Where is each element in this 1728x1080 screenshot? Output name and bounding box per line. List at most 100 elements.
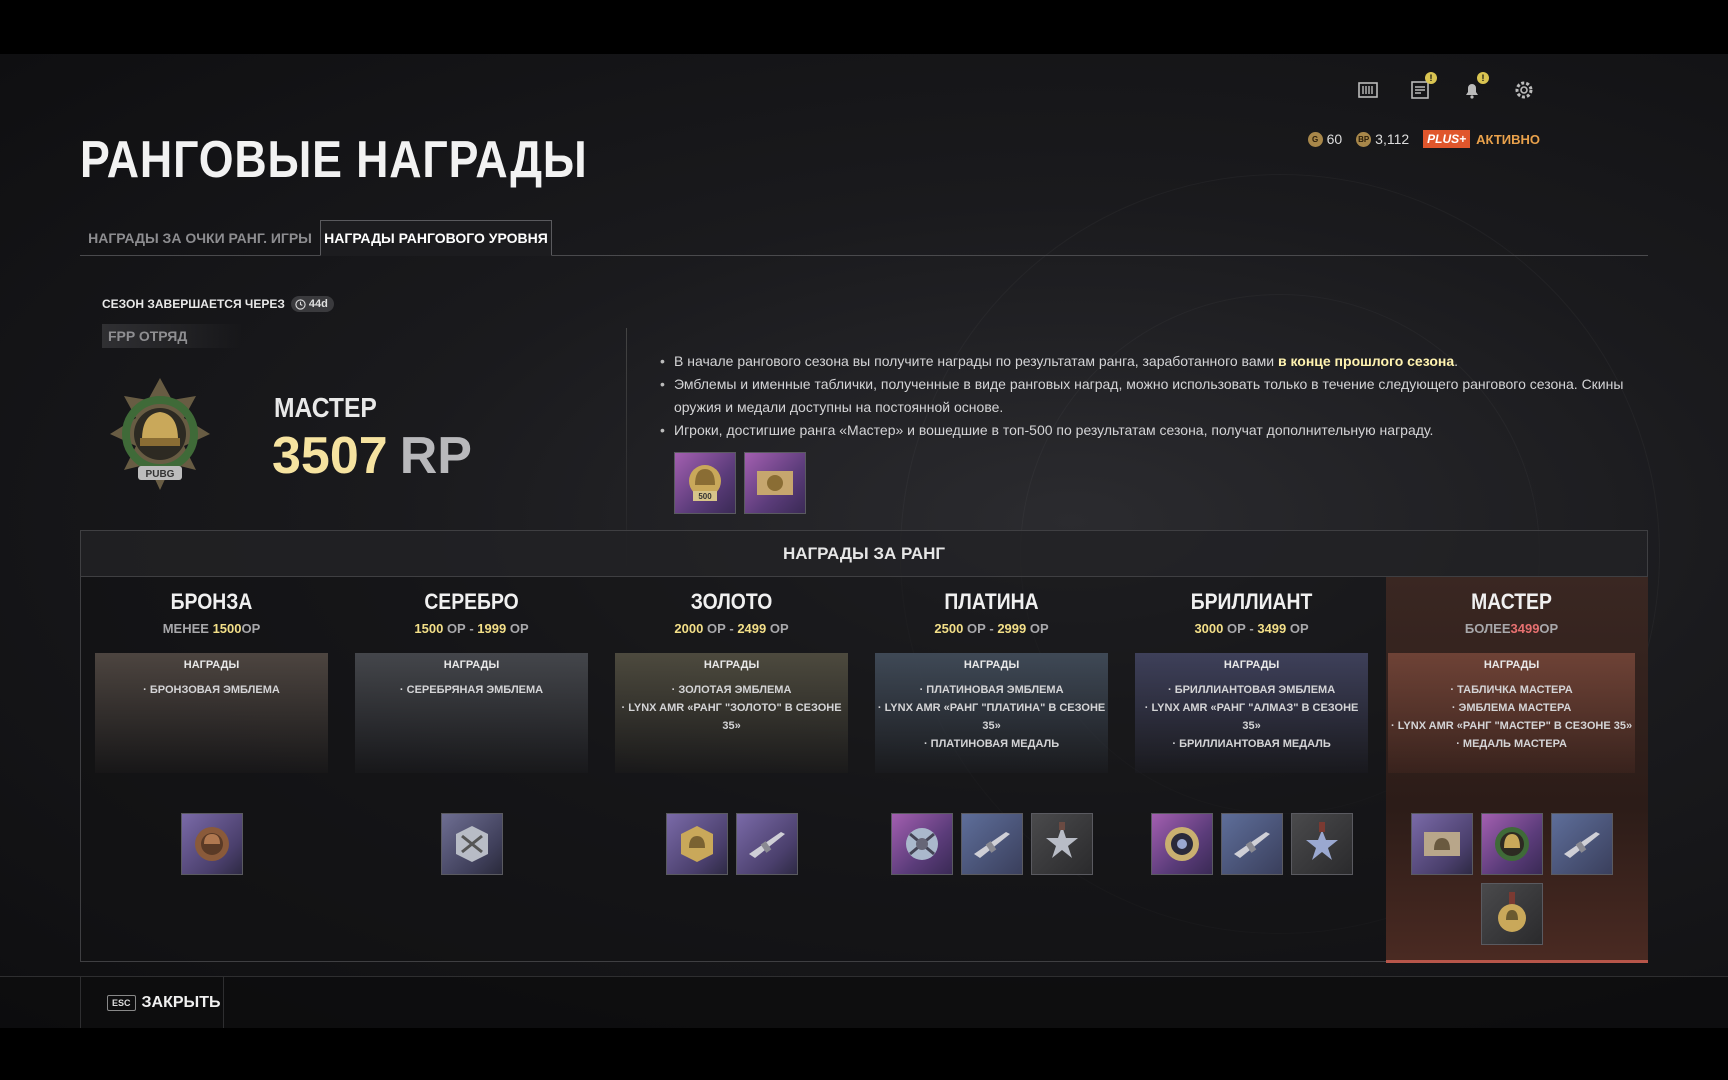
emblem-pubg-text: PUBG [146,469,175,480]
info-line-3: Игроки, достигшие ранга «Мастер» и вошед… [660,419,1640,442]
bp-balance[interactable]: BP 3,112 [1356,131,1409,147]
rewards-list: · БРИЛЛИАНТОВАЯ ЭМБЛЕМА · LYNX AMR «РАНГ… [1135,681,1368,753]
reward-item: · МЕДАЛЬ МАСТЕРА [1456,738,1567,750]
silver-emblem-tile[interactable] [440,813,503,875]
notification-alert-badge: ! [1477,72,1489,84]
reward-item: · LYNX AMR «РАНГ "АЛМАЗ" В СЕЗОНЕ 35» [1144,702,1359,732]
plus-badge[interactable]: PLUS+ [1423,130,1471,148]
platinum-lynx-amr-skin-tile[interactable] [960,813,1023,875]
rewards-list: · ПЛАТИНОВАЯ ЭМБЛЕМА · LYNX AMR «РАНГ "П… [875,681,1108,753]
master-rank-emblem-icon: PUBG [100,374,220,504]
rewards-box-header: НАГРАДЫ [183,659,240,671]
notification-bell-icon[interactable]: ! [1458,72,1489,104]
platinum-medal-tile[interactable] [1030,813,1093,875]
top500-nameplate-icon [757,471,793,495]
reward-item: · ЭМБЛЕМА МАСТЕРА [1451,702,1572,714]
close-label: ЗАКРЫТЬ [141,994,221,1011]
reward-tiles [1402,813,1622,945]
tier-name: ЗОЛОТО [690,589,773,614]
reward-item: · БРИЛЛИАНТОВАЯ ЭМБЛЕМА [1167,684,1336,696]
currency-bar: G 60 BP 3,112 PLUS+ АКТИВНО [1307,130,1540,148]
rewards-box-header: НАГРАДЫ [443,659,500,671]
diamond-medal-tile[interactable] [1290,813,1353,875]
rifle-icon [1564,832,1601,858]
platinum-medal-icon [1045,822,1078,858]
g-coin-balance[interactable]: G 60 [1307,131,1343,147]
diamond-emblem-tile[interactable] [1150,813,1213,875]
reward-item: · ПЛАТИНОВАЯ МЕДАЛЬ [923,738,1060,750]
master-lynx-amr-skin-tile[interactable] [1551,813,1614,875]
tier-gold: ЗОЛОТО 2000 ОР - 2499 ОР НАГРАДЫ · ЗОЛОТ… [615,589,849,945]
tier-name: МАСТЕР [1471,589,1552,614]
master-nameplate-icon [1424,832,1461,856]
bp-amount: 3,112 [1375,131,1410,147]
master-medal-icon [1498,892,1527,932]
news-alert-badge: ! [1425,72,1437,84]
rewards-box-header: НАГРАДЫ [1223,659,1280,671]
gold-lynx-amr-skin-tile[interactable] [735,813,798,875]
tier-range: 2000 ОР - 2499 ОР [674,621,789,636]
reward-tiles [615,813,848,875]
news-icon[interactable]: ! [1406,72,1437,104]
current-rank-name: МАСТЕР [274,392,377,423]
current-rank-points: 3507 RP [272,426,472,486]
tier-rewards-box: НАГРАДЫ · БРОНЗОВАЯ ЭМБЛЕМА [95,653,329,773]
info-highlight: в конце прошлого сезона [1277,353,1455,369]
tab-ranked-points-rewards[interactable]: НАГРАДЫ ЗА ОЧКИ РАНГ. ИГРЫ [88,230,312,246]
tier-name: ПЛАТИНА [944,589,1039,614]
header-icons: ! ! [1354,72,1538,104]
tier-rewards-box: НАГРАДЫ · СЕРЕБРЯНАЯ ЭМБЛЕМА [355,653,589,773]
tab-rank-tier-rewards[interactable]: НАГРАДЫ РАНГОВОГО УРОВНЯ [320,220,552,256]
rank-rewards-screen: РАНГОВЫЕ НАГРАДЫ ! ! G 60 BP 3,112 PLUS+… [0,54,1728,1028]
top500-nameplate-tile[interactable] [744,452,806,514]
diamond-medal-icon [1305,822,1338,860]
tier-name: БРИЛЛИАНТ [1190,589,1313,614]
season-timer: СЕЗОН ЗАВЕРШАЕТСЯ ЧЕРЕЗ 44d [102,296,334,312]
silver-emblem-icon [455,826,488,862]
info-line-1: В начале рангового сезона вы получите на… [660,350,1640,373]
tier-diamond: БРИЛЛИАНТ 3000 ОР - 3499 ОР НАГРАДЫ · БР… [1135,589,1369,945]
diamond-lynx-amr-skin-tile[interactable] [1220,813,1283,875]
tab-bar: НАГРАДЫ ЗА ОЧКИ РАНГ. ИГРЫ НАГРАДЫ РАНГО… [80,220,1648,256]
reward-tiles [95,813,328,875]
reward-item: · ТАБЛИЧКА МАСТЕРА [1450,684,1573,696]
rewards-box-header: НАГРАДЫ [703,659,760,671]
tier-rewards-box: НАГРАДЫ · ПЛАТИНОВАЯ ЭМБЛЕМА · LYNX AMR … [875,653,1109,773]
settings-gear-icon[interactable] [1510,76,1538,104]
bronze-emblem-tile[interactable] [180,813,243,875]
tier-platinum: ПЛАТИНА 2500 ОР - 2999 ОР НАГРАДЫ · ПЛАТ… [875,589,1109,945]
rank-points-value: 3507 [272,427,388,485]
rifle-icon [748,832,785,858]
tier-rewards-box: НАГРАДЫ · ТАБЛИЧКА МАСТЕРА · ЭМБЛЕМА МАС… [1388,653,1636,773]
rewards-box-header: НАГРАДЫ [963,659,1020,671]
g-coin-icon: G [1307,131,1323,147]
reward-tiles [355,813,588,875]
store-icon[interactable] [1354,76,1382,104]
master-medal-tile[interactable] [1481,883,1544,945]
g-coin-amount: 60 [1326,131,1343,147]
rewards-list: · ТАБЛИЧКА МАСТЕРА · ЭМБЛЕМА МАСТЕРА · L… [1388,681,1635,753]
top500-emblem-tile[interactable]: 500 [674,452,736,514]
platinum-emblem-tile[interactable] [890,813,953,875]
tier-silver: СЕРЕБРО 1500 ОР - 1999 ОР НАГРАДЫ · СЕРЕ… [355,589,589,945]
reward-item: · LYNX AMR «РАНГ "ЗОЛОТО" В СЕЗОНЕ 35» [621,702,842,732]
vertical-divider [626,328,627,576]
reward-item: · LYNX AMR «РАНГ "ПЛАТИНА" В СЕЗОНЕ 35» [877,702,1106,732]
reward-tiles [1135,813,1368,875]
reward-item: · БРОНЗОВАЯ ЭМБЛЕМА [143,684,280,696]
tier-rewards-box: НАГРАДЫ · БРИЛЛИАНТОВАЯ ЭМБЛЕМА · LYNX A… [1135,653,1369,773]
mode-selector[interactable]: FPP ОТРЯД [102,324,242,348]
gold-emblem-tile[interactable] [665,813,728,875]
master-nameplate-tile[interactable] [1411,813,1474,875]
close-button[interactable]: ESC ЗАКРЫТЬ [80,977,224,1028]
platinum-emblem-icon [905,828,938,860]
info-bullets: В начале рангового сезона вы получите на… [660,350,1640,442]
tier-range: 2500 ОР - 2999 ОР [934,621,1049,636]
master-emblem-tile[interactable] [1481,813,1544,875]
reward-item: · ПЛАТИНОВАЯ ЭМБЛЕМА [919,684,1064,696]
rifle-icon [973,832,1010,858]
footer-bar: ESC ЗАКРЫТЬ [0,976,1728,1028]
tier-range: 1500 ОР - 1999 ОР [414,621,529,636]
tier-master: МАСТЕР БОЛЕЕ3499ОР НАГРАДЫ · ТАБЛИЧКА МА… [1388,589,1636,945]
season-remaining-badge: 44d [290,296,334,312]
